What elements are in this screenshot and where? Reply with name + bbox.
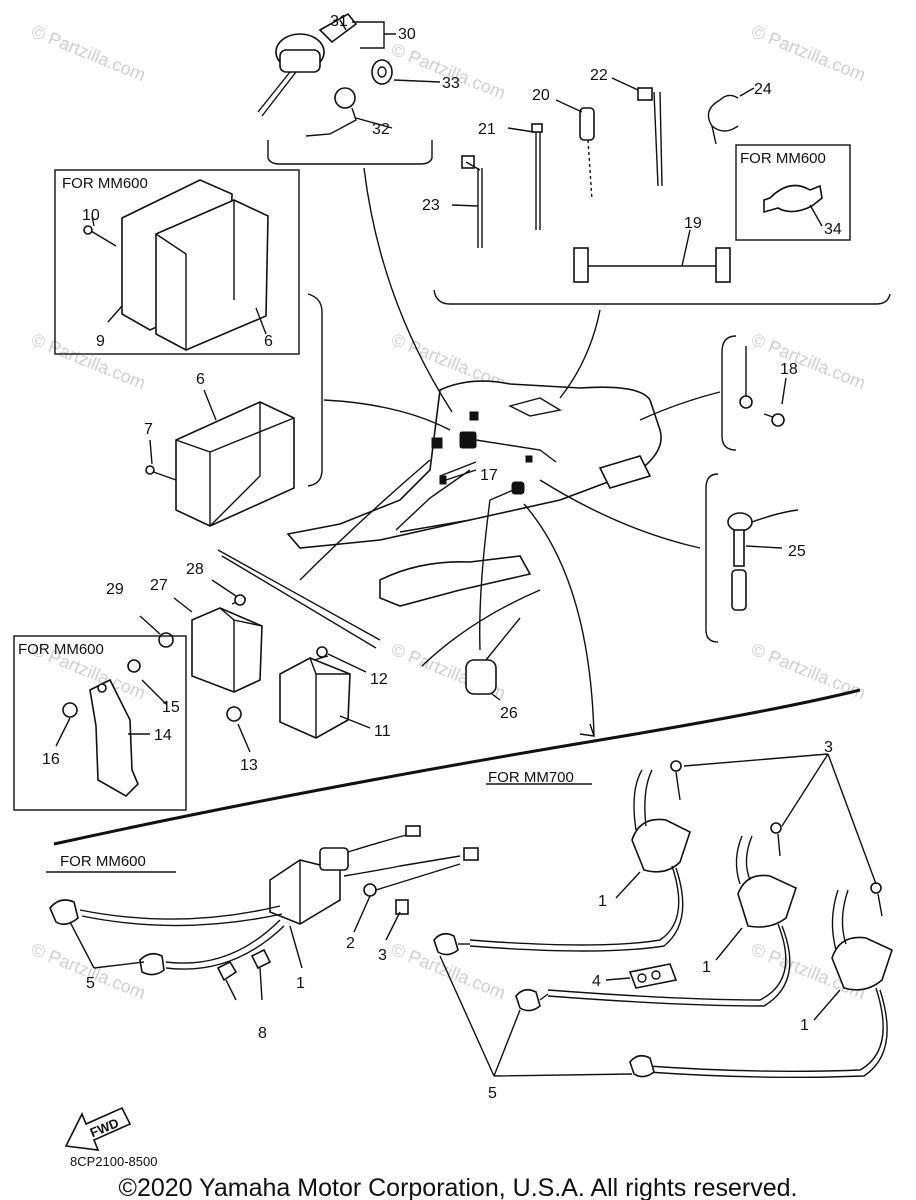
callout-4: 4 (592, 973, 601, 990)
callout-11: 11 (374, 723, 391, 740)
callout-25: 25 (788, 543, 806, 560)
callout-1-middle: 1 (702, 959, 711, 976)
callout-32: 32 (372, 121, 390, 138)
callout-1-top: 1 (598, 893, 607, 910)
bracket-mm600-box (13, 635, 187, 811)
copyright-text: ©2020 Yamaha Motor Corporation, U.S.A. A… (119, 1174, 798, 1200)
ecu-mm600-box (54, 169, 300, 355)
callout-22: 22 (590, 67, 608, 84)
callout-7: 7 (144, 421, 153, 438)
ground-and-sensor (705, 335, 799, 643)
callout-10: 10 (82, 207, 100, 224)
callout-6: 6 (196, 371, 205, 388)
callout-28: 28 (186, 561, 204, 578)
watermark-text: © Partzilla.com (29, 329, 149, 393)
callout-30: 30 (398, 26, 416, 43)
callout-20: 20 (532, 87, 550, 104)
callout-1-mm600: 1 (296, 975, 305, 992)
callout-27: 27 (150, 577, 168, 594)
callout-15: 15 (162, 699, 180, 716)
callout-34: 34 (824, 221, 842, 238)
label-for-mm600-clamp: FOR MM600 (740, 150, 826, 167)
callout-8: 8 (258, 1025, 267, 1042)
callout-23: 23 (422, 197, 440, 214)
callout-6-box: 6 (264, 333, 273, 350)
callout-19: 19 (684, 215, 702, 232)
fwd-label: FWD (88, 1115, 121, 1140)
watermark-text: © Partzilla.com (29, 939, 149, 1003)
callout-3-mm600: 3 (378, 947, 387, 964)
watermark-text: © Partzilla.com (29, 21, 149, 85)
watermark-text: © Partzilla.com (749, 21, 869, 85)
callout-16: 16 (42, 751, 60, 768)
module-group (139, 549, 381, 753)
callout-21: 21 (478, 121, 496, 138)
callout-17: 17 (480, 467, 498, 484)
callout-1-right: 1 (800, 1017, 809, 1034)
callout-5-mm600: 5 (86, 975, 95, 992)
callout-18: 18 (780, 361, 798, 378)
ignition-mm600 (46, 825, 479, 1001)
callout-14: 14 (154, 727, 172, 744)
callout-9: 9 (96, 333, 105, 350)
watermark-text: © Partzilla.com (749, 329, 869, 393)
label-for-mm600-bracket: FOR MM600 (18, 641, 104, 658)
snowmobile-frame (286, 167, 721, 737)
key-switch-group (257, 12, 441, 165)
label-for-mm600-ign: FOR MM600 (60, 853, 146, 870)
watermark-text: © Partzilla.com (389, 39, 509, 103)
callout-3-mm700: 3 (824, 739, 833, 756)
callout-labels: FOR MM600 FOR MM600 FOR MM600 FOR MM700 … (18, 13, 842, 1200)
diagram-code: 8CP2100-8500 (70, 1154, 157, 1169)
callout-13: 13 (240, 757, 258, 774)
wire-ties-group (433, 77, 891, 305)
callout-29: 29 (106, 581, 124, 598)
callout-5-mm700: 5 (488, 1085, 497, 1102)
ignition-mm700 (433, 753, 893, 1079)
ecu-unit-6 (145, 293, 323, 527)
callout-31: 31 (330, 13, 348, 30)
section-divider (53, 688, 861, 846)
callout-26: 26 (500, 705, 518, 722)
callout-33: 33 (442, 75, 460, 92)
callout-2: 2 (346, 935, 355, 952)
callout-24: 24 (754, 81, 772, 98)
fwd-arrow-icon (64, 1106, 132, 1151)
label-for-mm600-ecu: FOR MM600 (62, 175, 148, 192)
label-for-mm700: FOR MM700 (488, 769, 574, 786)
callout-12: 12 (370, 671, 388, 688)
part-26 (421, 589, 541, 701)
